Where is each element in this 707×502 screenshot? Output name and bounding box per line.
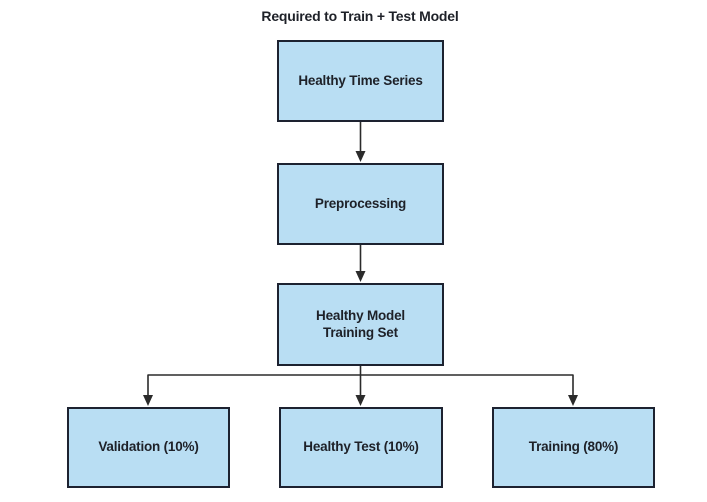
arrowhead-to-trainingset	[355, 271, 366, 282]
arrowhead-to-validation	[143, 395, 153, 406]
arrowhead-to-training	[568, 395, 578, 406]
node-label: Validation (10%)	[98, 439, 199, 455]
node-validation: Validation (10%)	[67, 407, 230, 488]
node-label: Training (80%)	[528, 439, 619, 455]
node-label: Healthy Time Series	[298, 72, 423, 88]
node-preprocessing: Preprocessing	[277, 163, 444, 245]
node-training: Training (80%)	[492, 407, 655, 488]
node-healthy-model-training-set: Healthy Model Training Set	[277, 283, 444, 366]
arrowhead-to-preprocessing	[355, 151, 366, 162]
node-label: Preprocessing	[314, 195, 407, 211]
node-label: Healthy Test (10%)	[303, 439, 419, 455]
node-healthy-time-series: Healthy Time Series	[277, 40, 444, 122]
diagram-title: Required to Train + Test Model	[261, 8, 459, 24]
edge-branch-rail	[147, 374, 574, 396]
node-healthy-test: Healthy Test (10%)	[279, 407, 443, 488]
arrowhead-to-healthy-test	[355, 395, 366, 406]
node-label: Healthy Model Training Set	[316, 307, 405, 340]
